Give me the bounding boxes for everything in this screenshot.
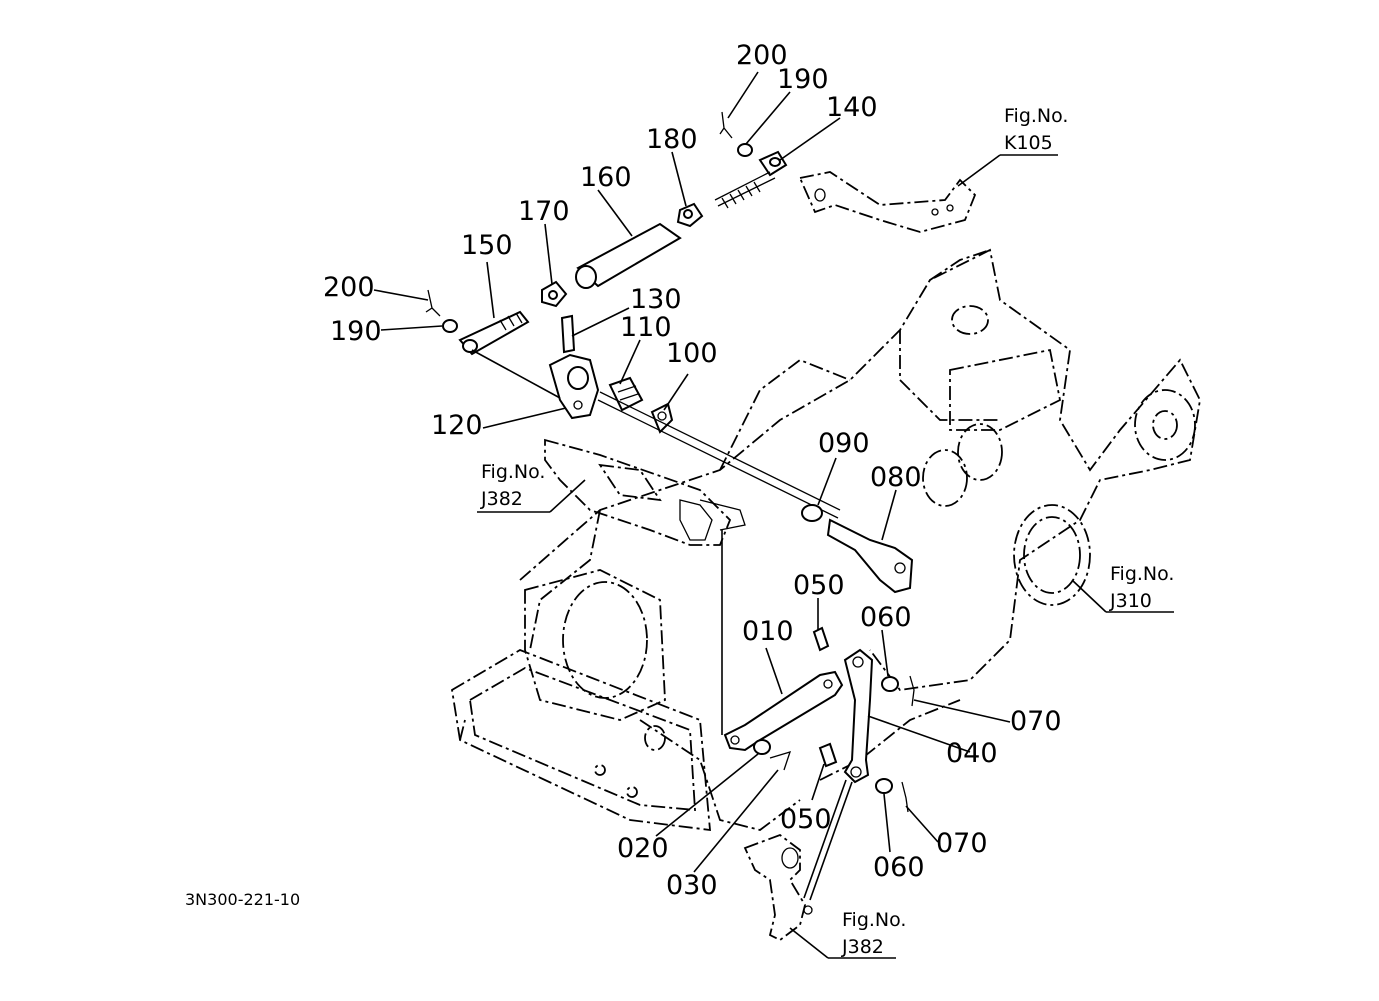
cotter-pin-030 — [769, 751, 792, 771]
pin-050-bottom — [818, 742, 838, 768]
cotter-pin-200-left — [425, 289, 441, 317]
label-050-bottom: 050 — [780, 804, 832, 835]
label-100: 100 — [666, 338, 718, 369]
fig-ref-k105-title: Fig.No. — [1004, 105, 1068, 127]
rod-assembly — [425, 111, 788, 356]
label-170: 170 — [518, 196, 570, 227]
label-070-top: 070 — [1010, 706, 1062, 737]
o-ring-090 — [801, 504, 823, 522]
figure-references: Fig.No. K105 Fig.No. J382 Fig.No. J310 F… — [480, 105, 1174, 958]
washer-060-top — [881, 676, 899, 692]
label-080: 080 — [870, 462, 922, 493]
fig-ref-j382-left-code: J382 — [480, 488, 523, 510]
label-150: 150 — [461, 230, 513, 261]
fig-ref-j382-bottom-code: J382 — [841, 936, 884, 958]
shaft-arm-080 — [826, 518, 914, 594]
fig-ref-j310-title: Fig.No. — [1110, 563, 1174, 585]
label-180: 180 — [646, 124, 698, 155]
fig-ref-j382-bottom-title: Fig.No. — [842, 909, 906, 931]
washer-190-top — [737, 143, 753, 157]
j382-bottom-arm — [743, 833, 813, 942]
label-140: 140 — [826, 92, 878, 123]
fig-ref-j310-code: J310 — [1109, 590, 1152, 612]
label-070-bottom: 070 — [936, 828, 988, 859]
part-labels: 200 190 140 180 160 170 150 200 190 130 … — [323, 40, 1062, 901]
label-020: 020 — [617, 833, 669, 864]
label-190-top: 190 — [777, 64, 829, 95]
washer-190-left — [442, 319, 458, 333]
rod-end-hole — [769, 157, 781, 167]
label-040: 040 — [946, 738, 998, 769]
j382-shaft — [544, 438, 746, 735]
cotter-pin-070-top — [909, 675, 915, 707]
label-130: 130 — [630, 284, 682, 315]
lever-assembly — [471, 314, 914, 594]
label-160: 160 — [580, 162, 632, 193]
fig-ref-j382-left-title: Fig.No. — [481, 461, 545, 483]
label-120: 120 — [431, 410, 483, 441]
label-060-bottom: 060 — [873, 852, 925, 883]
pin-050-top — [812, 626, 830, 652]
lower-linkage — [723, 626, 915, 901]
label-010: 010 — [742, 616, 794, 647]
k105-bracket — [798, 171, 977, 233]
lever-040 — [843, 648, 874, 784]
fig-ref-k105-code: K105 — [1004, 132, 1053, 154]
label-060-top: 060 — [860, 602, 912, 633]
label-090: 090 — [818, 428, 870, 459]
label-050-top: 050 — [793, 570, 845, 601]
transmission-housing — [451, 248, 1201, 832]
leader-lines — [373, 71, 1174, 959]
label-200-left: 200 — [323, 272, 375, 303]
label-200-top: 200 — [736, 40, 788, 71]
drawing-code: 3N300-221-10 — [185, 890, 300, 909]
spring-pin-130 — [560, 314, 576, 354]
washer-060-bottom — [875, 778, 893, 794]
cotter-pin-200-top — [719, 111, 733, 139]
label-030: 030 — [666, 870, 718, 901]
label-110: 110 — [620, 312, 672, 343]
link-010 — [723, 670, 844, 752]
label-190-left: 190 — [330, 316, 382, 347]
washer-020 — [753, 739, 771, 755]
